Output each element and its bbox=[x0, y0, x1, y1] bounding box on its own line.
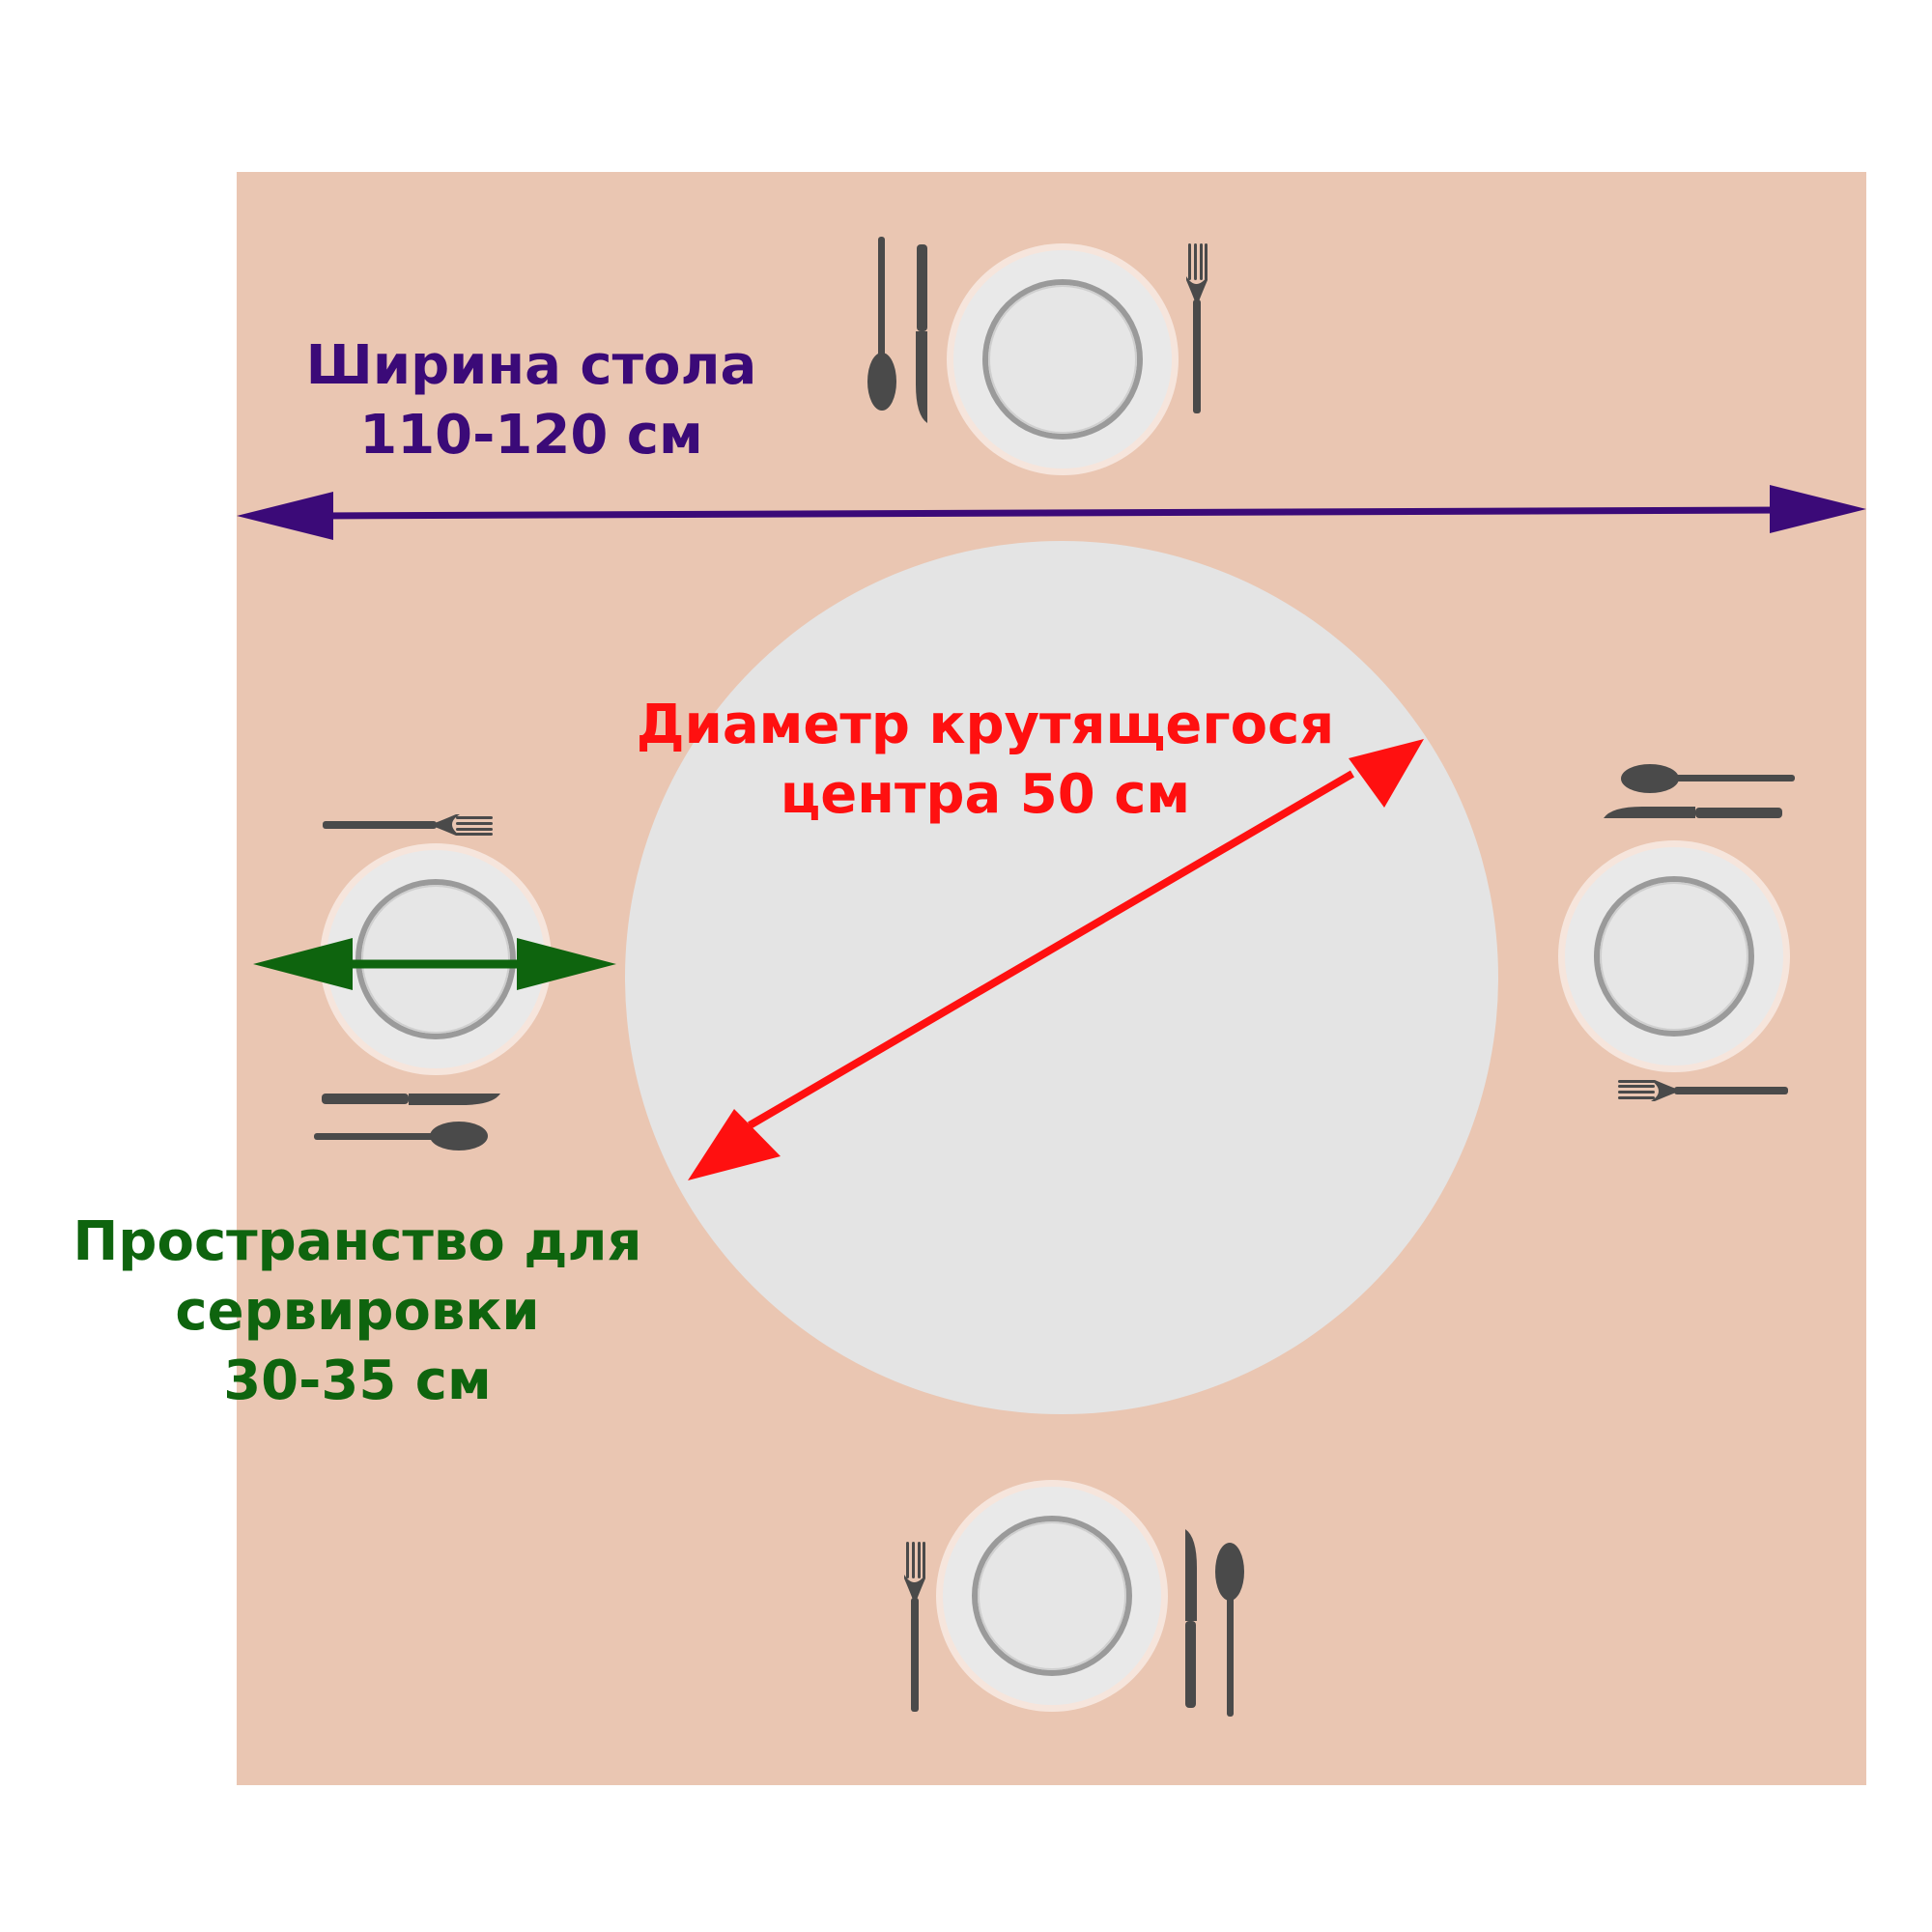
table-width-arrow bbox=[237, 485, 1866, 540]
turntable-diameter-title: Диаметр крутящегося bbox=[636, 694, 1335, 756]
plate-icon bbox=[936, 1480, 1168, 1712]
turntable-diameter-value: центра 50 см bbox=[780, 763, 1191, 826]
turntable-diameter-label: Диаметр крутящегося центра 50 см bbox=[589, 691, 1381, 830]
knife-icon bbox=[1604, 807, 1782, 818]
serving-space-title: Пространство для bbox=[72, 1210, 642, 1273]
serving-space-value: 30-35 см bbox=[223, 1350, 492, 1412]
table-width-label: Ширина стола 110-120 см bbox=[242, 331, 821, 470]
serving-space-subtitle: сервировки bbox=[175, 1280, 540, 1343]
table-width-value: 110-120 см bbox=[359, 404, 703, 467]
serving-space-arrow bbox=[253, 938, 616, 990]
knife-icon bbox=[322, 1094, 500, 1105]
table-width-title: Ширина стола bbox=[305, 334, 757, 397]
turntable bbox=[625, 541, 1498, 1414]
plate-icon bbox=[1558, 840, 1790, 1072]
knife-icon bbox=[1185, 1529, 1197, 1708]
turntable-diameter-arrow bbox=[688, 739, 1424, 1180]
serving-space-label: Пространство для сервировки 30-35 см bbox=[29, 1208, 686, 1416]
plate-icon bbox=[947, 243, 1179, 475]
knife-icon bbox=[916, 244, 927, 423]
